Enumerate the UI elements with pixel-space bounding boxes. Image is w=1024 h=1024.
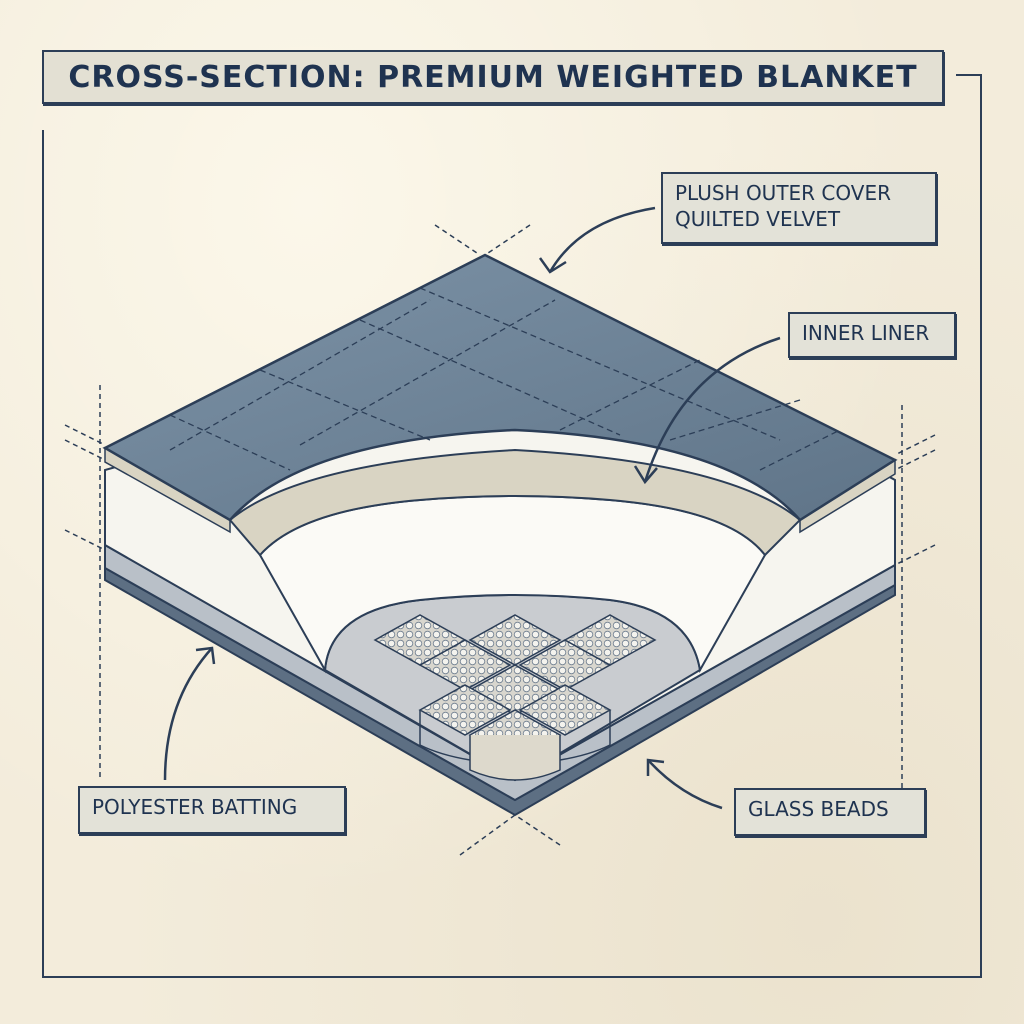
label-polyester-batting-text: POLYESTER BATTING xyxy=(92,795,298,819)
frame-left-line xyxy=(42,130,44,978)
frame-right-line xyxy=(980,74,982,978)
label-inner-liner-text: INNER LINER xyxy=(802,321,930,345)
label-glass-beads: GLASS BEADS xyxy=(734,788,926,836)
leader-arrows xyxy=(163,206,781,810)
label-glass-beads-text: GLASS BEADS xyxy=(748,797,889,821)
frame-bottom-line xyxy=(42,976,982,978)
title-banner: CROSS-SECTION: PREMIUM WEIGHTED BLANKET xyxy=(42,50,944,104)
label-outer-cover-line2: QUILTED VELVET xyxy=(675,207,841,231)
frame-top-tick xyxy=(956,74,982,76)
page-title: CROSS-SECTION: PREMIUM WEIGHTED BLANKET xyxy=(68,59,918,95)
label-polyester-batting: POLYESTER BATTING xyxy=(78,786,346,834)
label-outer-cover: PLUSH OUTER COVER QUILTED VELVET xyxy=(661,172,937,244)
label-outer-cover-line1: PLUSH OUTER COVER xyxy=(675,181,891,205)
dashed-guides xyxy=(64,224,936,856)
bead-pockets xyxy=(373,614,657,781)
quilting-stitches xyxy=(169,287,841,471)
label-inner-liner: INNER LINER xyxy=(788,312,956,358)
